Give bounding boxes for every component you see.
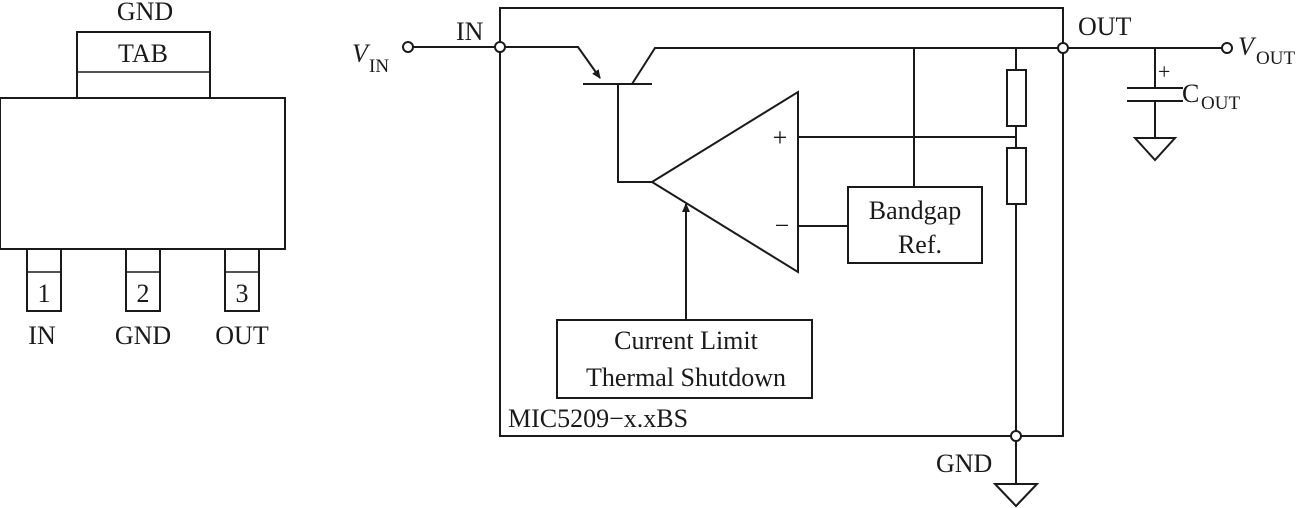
- emitter-wire: [505, 46, 601, 79]
- out-pin: [1057, 42, 1069, 54]
- resistor-bottom: [1006, 147, 1027, 205]
- vin-label: V: [352, 39, 371, 68]
- opamp-minus: −: [775, 211, 790, 240]
- tab-label: TAB: [118, 39, 168, 68]
- in-pin-label: IN: [456, 17, 484, 46]
- package-outline: GND TAB 1 IN 2 GND 3 OUT: [0, 0, 286, 350]
- pin-2-name: GND: [115, 321, 171, 350]
- cap-polarity: +: [1158, 59, 1170, 84]
- cap-label: C: [1182, 79, 1199, 108]
- pin-2: [125, 248, 161, 312]
- pin-3-name: OUT: [215, 321, 269, 350]
- pin-1-name: IN: [28, 321, 56, 350]
- current-limit-box: [556, 319, 813, 399]
- ic-boundary: [499, 7, 1064, 437]
- vin-subscript: IN: [369, 56, 389, 77]
- collector-output-wire: [631, 47, 1058, 85]
- bandgap-line2: Ref.: [898, 230, 942, 259]
- out-pin-label: OUT: [1078, 12, 1132, 41]
- limit-line2: Thermal Shutdown: [586, 363, 786, 392]
- pin-1-number: 1: [38, 279, 51, 308]
- cap-subscript: OUT: [1201, 93, 1240, 114]
- resistor-top: [1006, 69, 1027, 127]
- base-drive-wire: [617, 84, 652, 183]
- pin-3: [224, 248, 260, 312]
- in-pin: [494, 41, 506, 53]
- gnd-pin: [1010, 430, 1022, 442]
- bandgap-ref-box: [847, 186, 983, 264]
- package-body: [0, 97, 286, 250]
- cap-ground-icon: [1132, 137, 1178, 162]
- bandgap-line1: Bandgap: [869, 196, 961, 225]
- vout-subscript: OUT: [1256, 48, 1295, 69]
- pin-3-number: 3: [236, 279, 249, 308]
- error-amplifier: [650, 90, 799, 274]
- package-tab: [76, 31, 211, 99]
- vin-terminal: [402, 41, 414, 53]
- limit-line1: Current Limit: [614, 326, 758, 355]
- part-number: MIC5209−x.xBS: [508, 404, 688, 433]
- pin-1: [26, 248, 62, 312]
- pin-2-number: 2: [137, 279, 150, 308]
- vout-terminal: [1221, 42, 1233, 54]
- vout-label: V: [1238, 32, 1257, 61]
- tab-top-label: GND: [117, 0, 173, 26]
- ground-icon: [992, 483, 1040, 508]
- gnd-label: GND: [936, 449, 992, 478]
- opamp-plus: +: [773, 123, 788, 152]
